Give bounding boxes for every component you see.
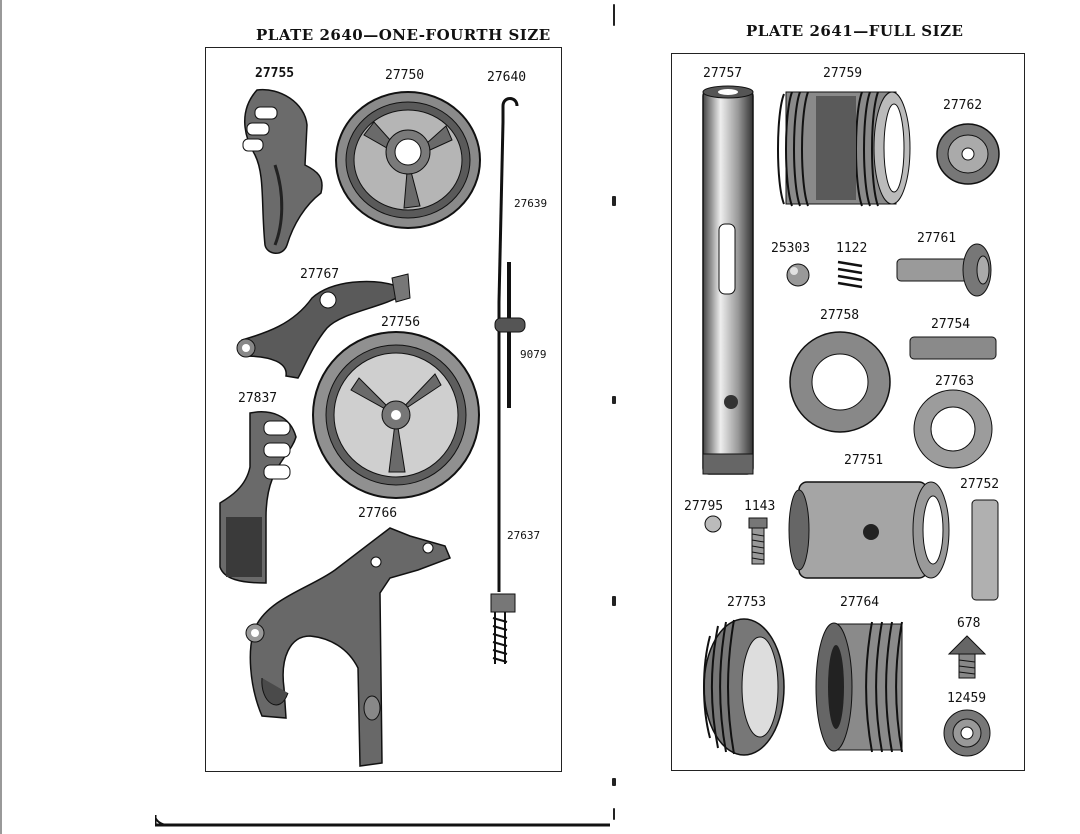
part-number: 27640 (487, 70, 527, 85)
left-plate-title: PLATE 2640—ONE-FOURTH SIZE (256, 26, 551, 44)
part-number: 1143 (744, 499, 776, 514)
part-number: 27751 (844, 453, 884, 468)
part-number: 27761 (917, 231, 957, 246)
toothed-washer-illustration (943, 709, 991, 757)
threaded-nut-illustration (703, 618, 785, 756)
part-number: 27767 (300, 267, 340, 282)
part-number: 27637 (507, 529, 541, 542)
part-number: 25303 (771, 241, 811, 256)
right-plate-title: PLATE 2641—FULL SIZE (746, 22, 964, 40)
frame-casting-illustration (245, 527, 451, 767)
part-number: 27755 (255, 66, 295, 81)
page-edge (0, 0, 2, 834)
part-number: 27763 (935, 374, 975, 389)
part-number: 27639 (514, 197, 548, 210)
part-number: 27756 (381, 315, 421, 330)
small-ball-illustration (704, 515, 722, 533)
part-number: 27759 (823, 66, 863, 81)
part-number: 678 (957, 616, 981, 631)
flat-washer-illustration (913, 389, 993, 469)
threaded-collar-illustration (815, 621, 903, 753)
bracket-illustration (219, 411, 297, 584)
pulley-illustration (335, 91, 481, 229)
part-number: 1122 (836, 241, 868, 256)
part-number: 27766 (358, 506, 398, 521)
stud-pin-illustration (896, 243, 992, 297)
part-number: 27754 (931, 317, 971, 332)
part-number: 27762 (943, 98, 983, 113)
part-number: 27750 (385, 68, 425, 83)
dowel-pin-illustration (971, 499, 999, 601)
thumb-screw-illustration (947, 635, 987, 679)
part-number: 9079 (520, 348, 547, 361)
part-number: 27758 (820, 308, 860, 323)
spring-illustration (837, 260, 863, 289)
thrust-washer-illustration (789, 331, 891, 433)
handwheel-illustration (312, 331, 480, 499)
part-number: 27795 (684, 499, 724, 514)
shaft-illustration (702, 85, 754, 475)
part-number: 27757 (703, 66, 743, 81)
pin-illustration (909, 336, 997, 360)
threaded-bushing-illustration (777, 91, 911, 207)
lever-illustration (236, 273, 411, 379)
part-number: 27753 (727, 595, 767, 610)
page-bottom-edge (155, 815, 610, 827)
rod-illustration (490, 97, 526, 664)
bracket-illustration (242, 88, 323, 254)
book-binding (612, 0, 616, 834)
cap-washer-illustration (936, 123, 1000, 185)
part-number: 27752 (960, 477, 1000, 492)
part-number: 27837 (238, 391, 278, 406)
sleeve-illustration (788, 481, 950, 579)
part-number: 27764 (840, 595, 880, 610)
set-screw-illustration (748, 517, 768, 565)
steel-ball-illustration (786, 263, 810, 287)
part-number: 12459 (947, 691, 987, 706)
